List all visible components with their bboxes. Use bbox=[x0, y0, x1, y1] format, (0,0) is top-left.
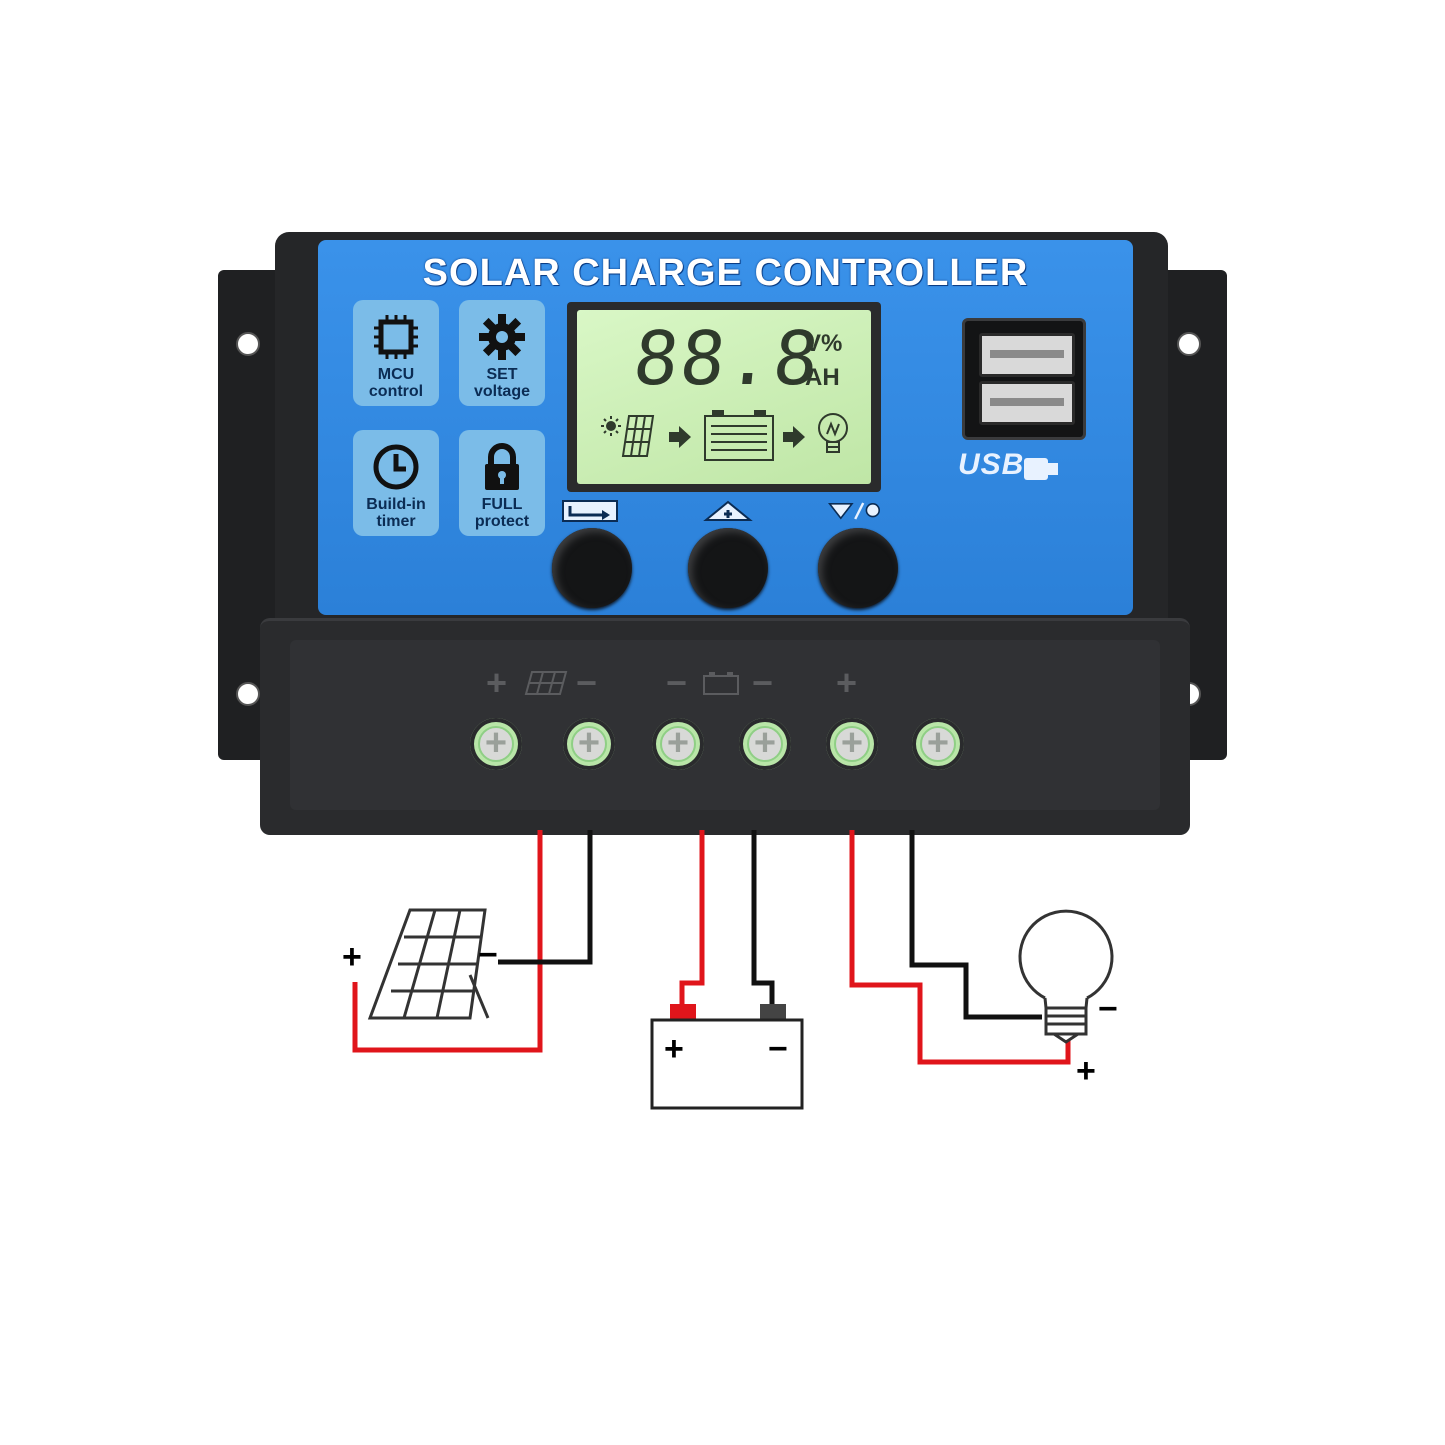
lock-icon bbox=[485, 443, 519, 490]
chip-icon bbox=[374, 315, 418, 359]
feature-full-protect: FULL protect bbox=[459, 430, 545, 536]
feature-line2: timer bbox=[376, 513, 416, 530]
terminal-sign: − bbox=[576, 662, 598, 703]
bulb-icon bbox=[818, 413, 848, 453]
battery-plus-label: + bbox=[664, 1030, 684, 1068]
feature-line1: MCU bbox=[377, 366, 415, 383]
terminal-sign: + bbox=[836, 662, 858, 703]
usb-slot[interactable] bbox=[979, 333, 1075, 377]
wire-solar-negative bbox=[498, 830, 593, 965]
load-plus-label: + bbox=[1076, 1052, 1096, 1090]
lcd-screen: 88.8 V% AH bbox=[577, 310, 871, 484]
terminal-screw[interactable] bbox=[739, 718, 791, 770]
feature-line1: SET bbox=[486, 366, 518, 383]
load-minus-label: − bbox=[1098, 990, 1118, 1028]
feature-line2: protect bbox=[474, 513, 530, 530]
arrow-right-icon bbox=[783, 426, 805, 448]
wire-load-positive bbox=[849, 830, 1071, 1065]
solar-plus-label: + bbox=[342, 938, 362, 976]
mount-hole bbox=[236, 332, 260, 356]
usb-slot[interactable] bbox=[979, 381, 1075, 425]
terminal-screw[interactable] bbox=[470, 718, 522, 770]
lcd-flow bbox=[601, 410, 848, 461]
usb-plug-icon bbox=[1024, 458, 1058, 480]
terminal-screw[interactable] bbox=[563, 718, 615, 770]
terminal-sign: − bbox=[666, 662, 688, 703]
terminal-block bbox=[290, 640, 1160, 810]
solar-panel-icon bbox=[524, 671, 568, 695]
mount-hole bbox=[236, 682, 260, 706]
terminal-screw[interactable] bbox=[912, 718, 964, 770]
device-title: SOLAR CHARGE CONTROLLER bbox=[422, 252, 1029, 294]
down-light-button[interactable] bbox=[818, 528, 898, 608]
gear-icon bbox=[479, 314, 525, 360]
lcd-unit-top: V% bbox=[805, 330, 843, 357]
feature-line1: FULL bbox=[481, 496, 523, 513]
battery-icon bbox=[703, 672, 739, 695]
up-button[interactable] bbox=[688, 528, 768, 608]
feature-line1: Build-in bbox=[366, 496, 426, 513]
lcd-unit-bottom: AH bbox=[805, 364, 840, 391]
menu-button[interactable] bbox=[552, 528, 632, 608]
up-icon bbox=[703, 500, 753, 521]
feature-set-voltage: SET voltage bbox=[459, 300, 545, 406]
arrow-right-icon bbox=[669, 426, 691, 448]
battery-icon bbox=[650, 1004, 804, 1110]
wire-solar-positive bbox=[352, 830, 543, 1053]
usb-port-block[interactable] bbox=[962, 318, 1086, 440]
sun-icon bbox=[601, 416, 621, 436]
terminal-sign: + bbox=[486, 662, 508, 703]
wire-battery-positive bbox=[679, 830, 705, 1004]
down-light-icon bbox=[828, 502, 880, 520]
feature-build-in-timer: Build-in timer bbox=[353, 430, 439, 536]
mount-hole bbox=[1177, 332, 1201, 356]
solar-minus-label: − bbox=[478, 936, 498, 974]
wire-battery-negative bbox=[751, 830, 775, 1004]
bulb-icon bbox=[1018, 909, 1114, 1044]
usb-label: USB bbox=[958, 448, 1025, 481]
terminal-screw[interactable] bbox=[652, 718, 704, 770]
feature-line2: voltage bbox=[473, 383, 530, 400]
feature-mcu-control: MCU control bbox=[353, 300, 439, 406]
solar-panel-icon bbox=[367, 908, 490, 1020]
menu-icon bbox=[562, 500, 618, 522]
battery-minus-label: − bbox=[768, 1030, 788, 1068]
battery-icon bbox=[704, 410, 774, 461]
feature-line2: control bbox=[368, 383, 424, 400]
solar-panel-icon bbox=[621, 415, 655, 457]
wire-load-negative bbox=[909, 830, 1042, 1020]
clock-icon bbox=[373, 444, 419, 490]
terminal-sign: − bbox=[752, 662, 774, 703]
terminal-screw[interactable] bbox=[826, 718, 878, 770]
